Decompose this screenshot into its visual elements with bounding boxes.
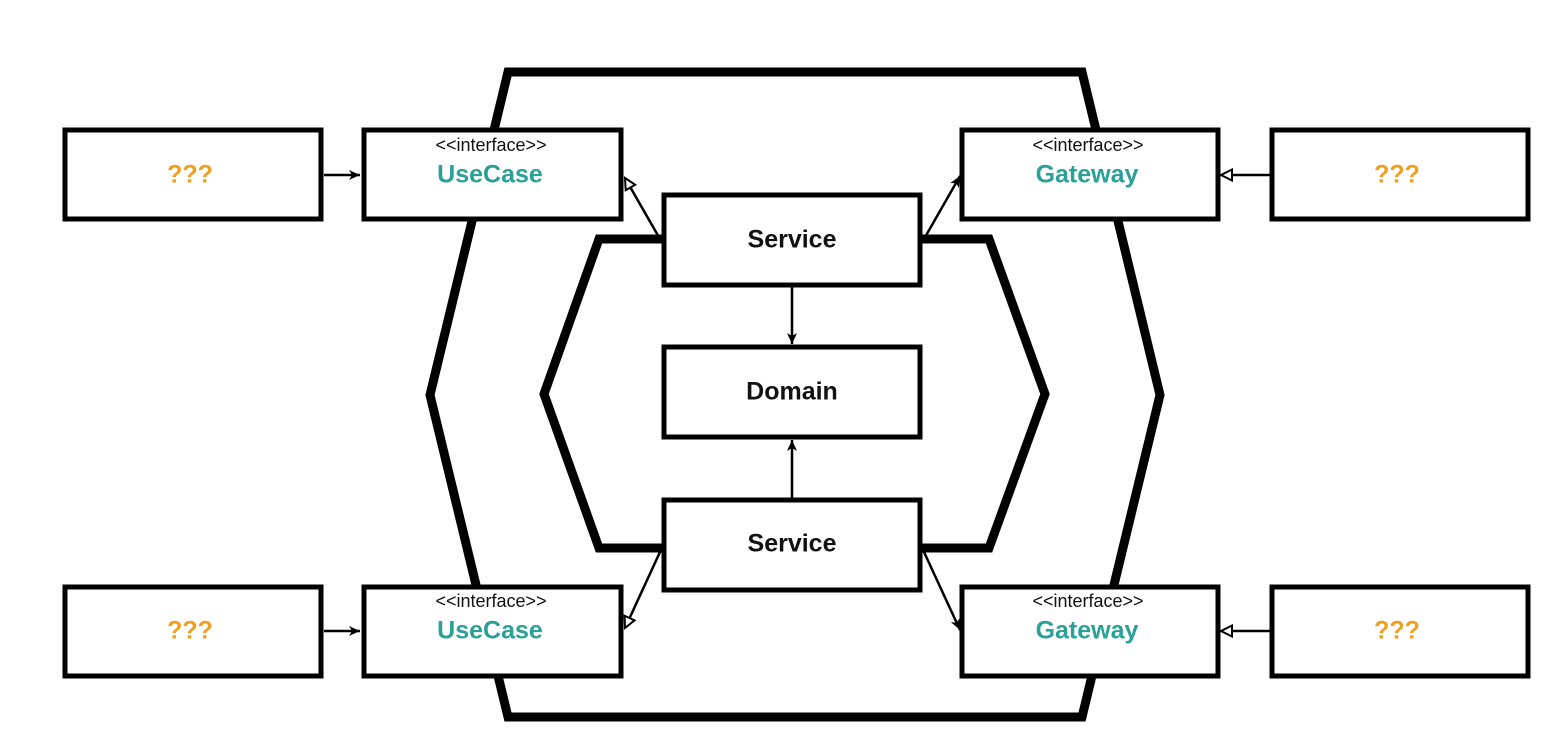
usecase-bottom-name: UseCase xyxy=(437,617,543,645)
adapter-left-bottom-label: ??? xyxy=(167,617,213,645)
arrow-service-bottom-uses-gateway xyxy=(922,551,962,631)
usecase-bottom-stereotype: <<interface>> xyxy=(435,591,546,611)
adapter-right-bottom-label: ??? xyxy=(1374,617,1420,645)
gateway-bottom-stereotype: <<interface>> xyxy=(1032,591,1143,611)
service-bottom-box: Service xyxy=(661,497,923,593)
gateway-bottom-box: <<interface>> Gateway xyxy=(959,584,1221,679)
usecase-top-stereotype: <<interface>> xyxy=(435,135,546,155)
domain-label: Domain xyxy=(746,378,838,406)
gateway-top-box: <<interface>> Gateway xyxy=(959,127,1221,222)
domain-box: Domain xyxy=(661,344,923,440)
inner-hexagon xyxy=(539,234,1050,553)
gateway-top-name: Gateway xyxy=(1036,161,1139,189)
service-top-box: Service xyxy=(661,192,923,288)
adapter-left-bottom-box: ??? xyxy=(62,584,324,679)
gateway-top-stereotype: <<interface>> xyxy=(1032,135,1143,155)
gateway-bottom-name: Gateway xyxy=(1036,617,1139,645)
connectors xyxy=(324,175,1270,631)
adapter-right-top-box: ??? xyxy=(1269,127,1531,222)
adapter-left-top-box: ??? xyxy=(62,127,324,222)
outer-hexagon xyxy=(425,67,1165,722)
arrow-service-bottom-implements-usecase xyxy=(625,551,662,628)
arrow-service-top-implements-usecase xyxy=(625,178,662,240)
adapter-left-top-label: ??? xyxy=(167,161,213,189)
usecase-bottom-box: <<interface>> UseCase xyxy=(361,584,624,679)
service-top-label: Service xyxy=(748,226,837,254)
adapter-right-bottom-box: ??? xyxy=(1269,584,1531,679)
service-bottom-label: Service xyxy=(748,530,837,558)
usecase-top-name: UseCase xyxy=(437,161,543,189)
arrow-service-top-uses-gateway xyxy=(922,175,962,240)
adapter-right-top-label: ??? xyxy=(1374,161,1420,189)
usecase-top-box: <<interface>> UseCase xyxy=(361,127,624,222)
